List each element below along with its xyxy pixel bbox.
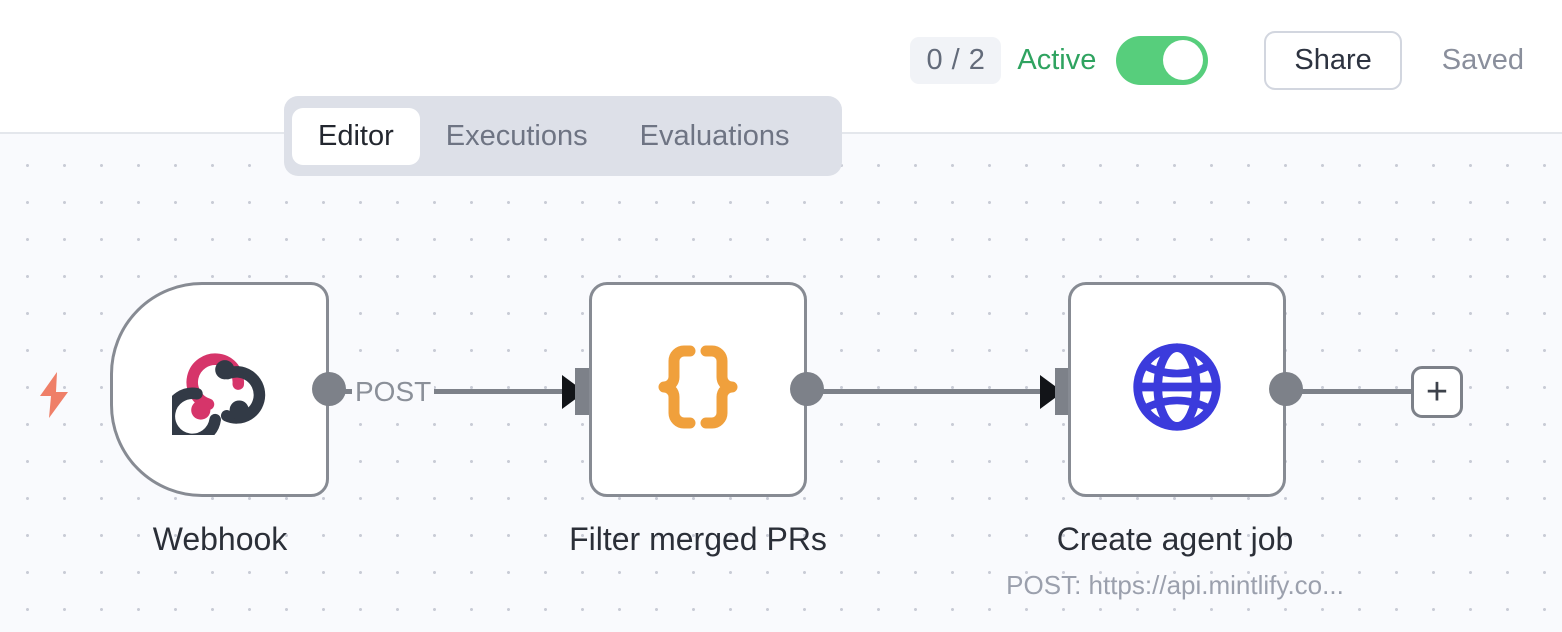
saved-status-label: Saved: [1441, 43, 1524, 76]
node-agent-label: Create agent job: [1056, 521, 1294, 557]
node-create-agent-job[interactable]: [1068, 282, 1286, 497]
edge-agent-to-add: [1297, 389, 1413, 394]
plus-icon: +: [1425, 370, 1449, 413]
code-braces-icon: [648, 337, 748, 442]
share-button[interactable]: Share: [1264, 30, 1402, 90]
tab-executions[interactable]: Executions: [445, 119, 588, 152]
node-webhook-label: Webhook: [152, 521, 288, 557]
edge-filter-to-agent[interactable]: [818, 389, 1054, 394]
tab-evaluations[interactable]: Evaluations: [639, 119, 790, 152]
edge-webhook-to-filter[interactable]: [340, 389, 576, 394]
tab-bar: Editor Executions Evaluations: [284, 96, 842, 176]
toggle-knob: [1163, 40, 1204, 80]
globe-icon: [1129, 339, 1225, 440]
edge-label-post: POST: [352, 378, 435, 406]
top-bar-actions: 0 / 2 Active Share Saved: [910, 0, 1524, 120]
node-filter-merged-prs[interactable]: [589, 282, 807, 497]
status-badge: Active: [1017, 43, 1097, 76]
lightning-bolt-icon: [38, 372, 70, 418]
run-count-badge: 0 / 2: [910, 36, 1002, 84]
workflow-canvas[interactable]: Webhook POST Filter merged PRs: [0, 134, 1562, 632]
active-toggle[interactable]: [1116, 35, 1209, 85]
tab-editor[interactable]: Editor: [292, 107, 420, 165]
node-agent-subtitle: POST: https://api.mintlify.co...: [1006, 570, 1344, 600]
node-webhook[interactable]: [110, 282, 329, 497]
node-filter-label: Filter merged PRs: [569, 521, 827, 557]
add-node-button[interactable]: +: [1411, 366, 1463, 418]
webhook-icon: [163, 339, 268, 446]
